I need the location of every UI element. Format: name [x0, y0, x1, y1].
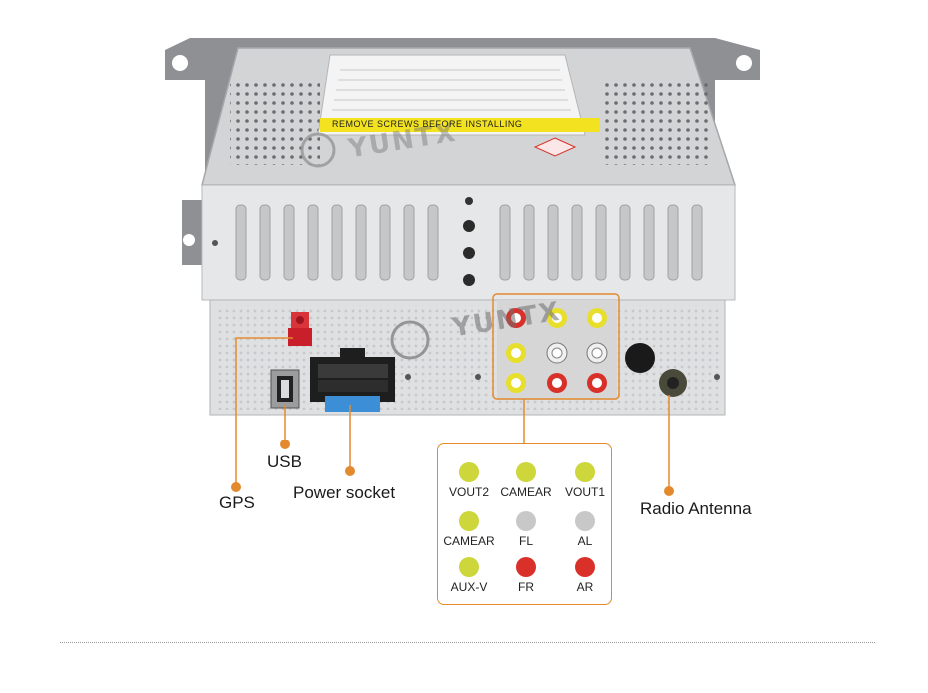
rca-dot-fl [516, 511, 536, 531]
rca-jacks [497, 300, 617, 400]
power-socket-connector [310, 348, 395, 412]
rca-dot-vout2 [459, 462, 479, 482]
rca-label-camear-2: CAMEAR [443, 534, 495, 548]
gps-label: GPS [219, 493, 255, 512]
callout-lines-lower [231, 440, 674, 496]
rca-legend: VOUT2 CAMEAR VOUT1 CAMEAR FL AL AUX-V FR… [437, 443, 612, 605]
rca-dot-fr [516, 557, 536, 577]
usb-port [270, 369, 300, 409]
rca-dot-camear-2 [459, 511, 479, 531]
rca-dot-aux-v [459, 557, 479, 577]
rca-label-vout1: VOUT1 [564, 485, 605, 499]
rca-highlight-box [492, 293, 620, 400]
sticker-text: REMOVE SCREWS BEFORE INSTALLING [332, 119, 523, 129]
car-radio-photo [165, 38, 760, 440]
rca-label-fl: FL [518, 534, 533, 548]
watermark-logo [300, 132, 430, 360]
rca-label-camear-1: CAMEAR [500, 485, 552, 499]
power-socket-label: Power socket [293, 483, 396, 502]
rca-label-aux-v: AUX-V [450, 580, 488, 594]
rca-label-ar: AR [576, 580, 594, 594]
rca-label-al: AL [577, 534, 593, 548]
rear-heatsink-panel [201, 184, 736, 301]
section-divider [60, 642, 875, 643]
rca-dot-vout1 [575, 462, 595, 482]
radio-antenna-label: Radio Antenna [640, 499, 752, 518]
top-cover [201, 47, 737, 186]
rca-label-vout2: VOUT2 [448, 485, 489, 499]
usb-label: USB [267, 452, 302, 471]
rca-dot-al [575, 511, 595, 531]
callout-lines [235, 337, 670, 440]
gps-connector [288, 312, 312, 346]
rca-label-fr: FR [518, 580, 534, 594]
rca-dot-camear-1 [516, 462, 536, 482]
rca-dot-ar [575, 557, 595, 577]
radio-antenna-socket [625, 343, 687, 397]
